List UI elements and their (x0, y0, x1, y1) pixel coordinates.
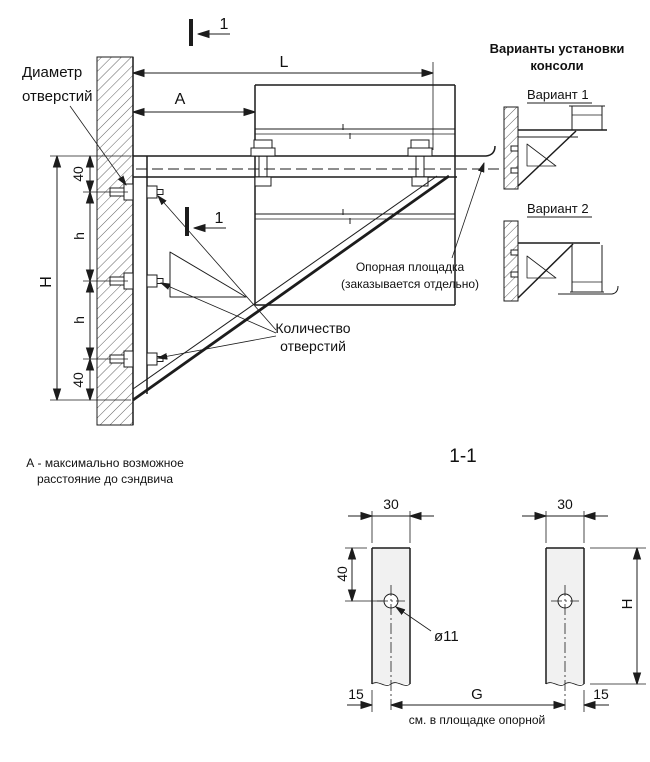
dim-label-H: H (38, 276, 55, 288)
dim-label-hole-diameter: ø11 (434, 628, 459, 645)
left-plate (371, 547, 411, 712)
dim-label-h-lower: h (71, 316, 87, 324)
dimension-chain-hole-spacing: 40 h h 40 (70, 156, 128, 400)
clamp-bolt-right (407, 139, 433, 187)
dimension-H-plate: H (590, 548, 646, 684)
support-platform-label-line2: (заказывается отдельно) (341, 277, 479, 291)
hole-count-label-line2: отверстий (280, 338, 346, 354)
console-arm (133, 145, 499, 178)
dim-label-40-offset: 40 (334, 566, 350, 582)
dimension-A: A (133, 91, 255, 112)
footnote: А - максимально возможное расстояние до … (26, 456, 184, 486)
dim-label-30-right: 30 (557, 496, 573, 512)
dim-label-A: A (175, 91, 186, 108)
dim-label-H-plate: H (619, 599, 636, 610)
sandwich-pipe (254, 84, 456, 306)
dim-label-G: G (471, 686, 483, 703)
callout-support-platform: Опорная площадка (заказывается отдельно) (341, 163, 484, 291)
variant-1-thumbnail: Вариант 1 (503, 87, 607, 190)
section-cut-label-top: 1 (220, 16, 229, 33)
footnote-line2: расстояние до сэндвича (37, 472, 173, 486)
hole-diameter-label-line2: отверстий (22, 88, 93, 105)
variants-title-line1: Варианты установки (490, 41, 625, 56)
callout-hole-count: Количество отверстий (158, 196, 351, 358)
section-cut-mark-top: 1 (189, 16, 230, 46)
right-plate (545, 547, 585, 712)
dim-label-bottom-40: 40 (70, 372, 86, 388)
variant-2-thumbnail: Вариант 2 (503, 201, 619, 302)
section-view-note: см. в площадке опорной (409, 713, 545, 727)
variant-1-label: Вариант 1 (527, 87, 589, 102)
dimension-30-left: 30 (348, 496, 434, 543)
variants-panel: Варианты установки консоли Вариант 1 Вар… (490, 41, 625, 302)
variants-title-line2: консоли (530, 58, 583, 73)
dim-label-15-right: 15 (593, 686, 609, 702)
dimension-30-right: 30 (522, 496, 608, 543)
dimension-L: L (133, 54, 433, 150)
variant-2-label: Вариант 2 (527, 201, 589, 216)
hole-count-label-line1: Количество (275, 320, 350, 336)
section-view-title: 1-1 (449, 446, 476, 467)
section-1-1-view: 1-1 (334, 446, 646, 727)
hole-diameter-label-line1: Диаметр (22, 64, 82, 81)
wall-hatching (96, 56, 134, 426)
callout-hole-diameter: Диаметр отверстий (22, 64, 126, 185)
main-view: 1 L A (22, 16, 499, 426)
support-platform-label-line1: Опорная площадка (356, 260, 465, 274)
section-cut-mark-middle: 1 (185, 207, 226, 236)
dim-label-L: L (280, 54, 289, 71)
lightening-triangle-cutout (169, 251, 247, 298)
clamp-bolt-left (250, 139, 276, 187)
section-cut-label-middle: 1 (215, 210, 224, 227)
dim-label-h-upper: h (71, 232, 87, 240)
dimension-chain-bottom: 15 G 15 см. в площадке опорной (347, 686, 609, 727)
dim-label-15-left: 15 (348, 686, 364, 702)
callout-hole-diameter-11: ø11 (396, 607, 459, 645)
dim-label-top-40: 40 (70, 166, 86, 182)
dim-label-30-left: 30 (383, 496, 399, 512)
footnote-line1: А - максимально возможное (26, 456, 184, 470)
dimension-40-hole-offset: 40 (334, 548, 383, 601)
